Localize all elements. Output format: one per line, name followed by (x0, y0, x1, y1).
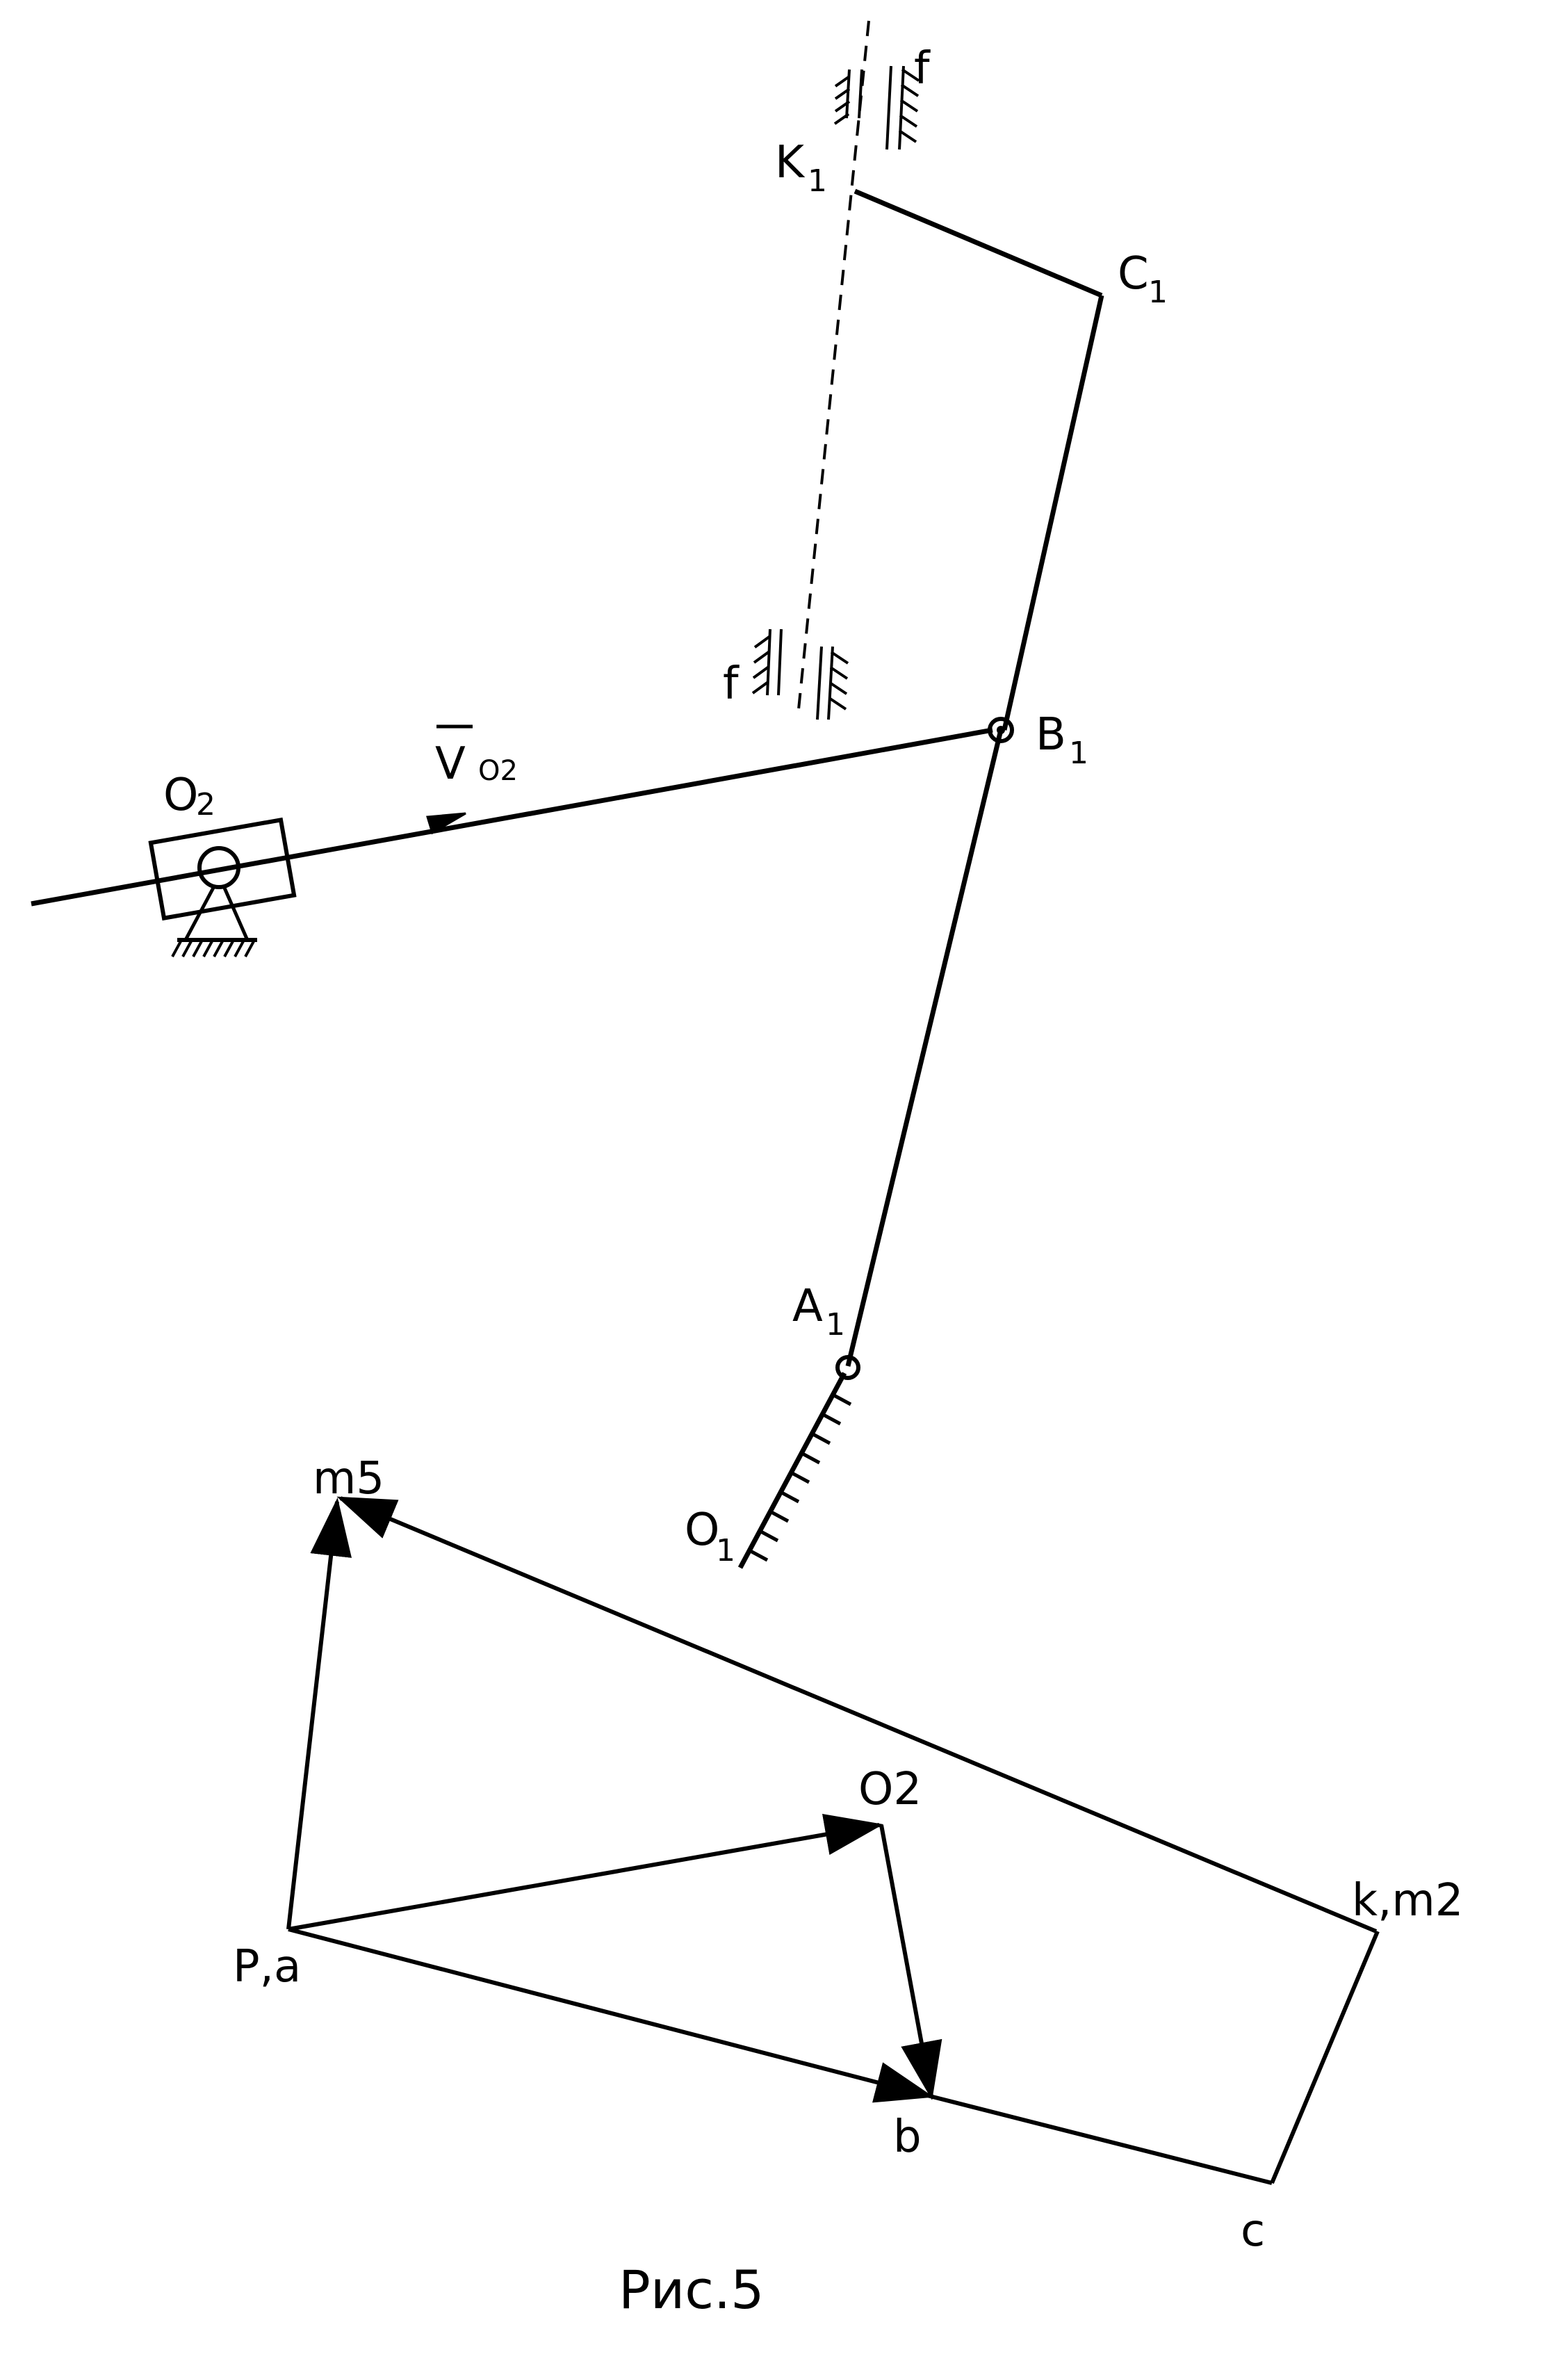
pivot-o2 (197, 846, 240, 889)
label-c1-sub: 1 (1148, 275, 1168, 310)
label-k1-sub: 1 (808, 163, 827, 199)
mechanism: K 1 C 1 B 1 A 1 O 1 O 2 V O2 f f (31, 20, 1168, 1569)
label-c1: C (1118, 248, 1149, 300)
guide-hatch-bottom (751, 628, 849, 720)
label-b1-sub: 1 (1069, 736, 1088, 771)
joint-a1 (835, 1355, 860, 1380)
ground-hatch-o1 (748, 1393, 852, 1562)
label-a1-sub: 1 (826, 1307, 845, 1342)
label-b1: B (1036, 709, 1066, 761)
rod-o2-b1 (31, 727, 993, 907)
segment-b-c (929, 2094, 1273, 2185)
vector-p-m5 (286, 1498, 352, 1930)
joint-b1 (988, 717, 1014, 743)
label-m5: m5 (313, 1453, 384, 1504)
label-a1: A (792, 1281, 823, 1332)
vector-k-m5 (336, 1496, 1378, 1933)
ground-hatch-o2 (171, 941, 255, 957)
joint-b1-inner (997, 726, 1005, 734)
label-o2: O (163, 770, 198, 821)
label-o1: O (685, 1504, 719, 1556)
guide-hatch-top (833, 65, 920, 150)
vector-o2-b (879, 1824, 942, 2100)
label-f-top: f (914, 43, 931, 95)
link-c1-b1 (1002, 295, 1104, 731)
label-c: c (1241, 2205, 1265, 2257)
figure-caption: Рис.5 (619, 2259, 765, 2321)
guide-line-dashed (797, 20, 870, 717)
crank-a1-o1 (737, 1372, 847, 1569)
segment-c-k (1270, 1930, 1380, 2184)
vector-p-o2 (288, 1814, 883, 1931)
label-b: b (893, 2111, 922, 2163)
label-o2-sub: 2 (196, 787, 215, 822)
velocity-plan: m5 O2 k,m2 P,a b c (233, 1453, 1463, 2257)
label-velocity-sub: O2 (478, 755, 518, 787)
label-o1-sub: 1 (716, 1533, 735, 1568)
label-p-a: P,a (233, 1941, 301, 1993)
velocity-arrowhead (426, 812, 466, 835)
support-o2 (184, 885, 249, 940)
label-f-mid: f (723, 658, 740, 710)
slider-block-o2 (148, 817, 297, 921)
label-k1: K (775, 137, 806, 188)
label-k-m2: k,m2 (1352, 1875, 1463, 1926)
label-velocity: V (435, 738, 466, 790)
link-b1-a1 (845, 729, 1004, 1367)
link-k1-c1 (854, 188, 1103, 298)
label-plan-o2: O2 (858, 1764, 922, 1815)
vector-p-b (288, 1927, 934, 2103)
